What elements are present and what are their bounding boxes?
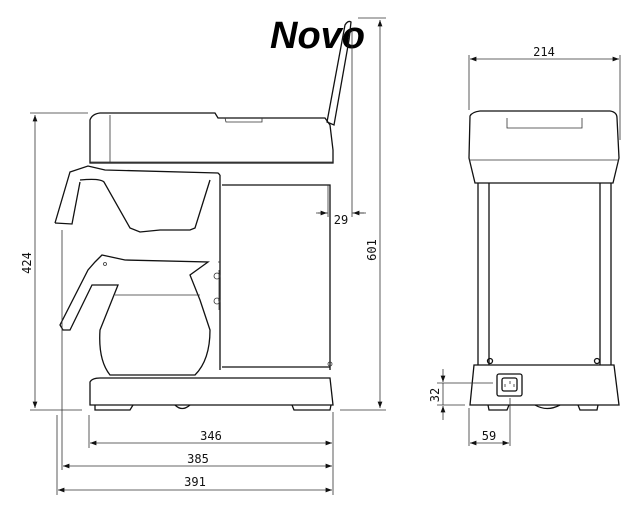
- front-pillars: [477, 183, 612, 365]
- dimension-391: 391: [58, 475, 332, 493]
- brewer-top-housing: [89, 112, 334, 164]
- dimension-32: 32: [428, 369, 493, 420]
- svg-text:601: 601: [365, 239, 379, 261]
- side-view: 424 601 29 346 385 391: [20, 17, 386, 495]
- dimension-59: 59: [468, 398, 511, 446]
- dimension-29: 29: [316, 30, 366, 227]
- svg-text:385: 385: [187, 452, 209, 466]
- svg-text:214: 214: [533, 45, 555, 59]
- dimension-214: 214: [468, 45, 621, 140]
- front-top-housing: [468, 110, 620, 184]
- filter-holder: [54, 165, 221, 233]
- carafe: [59, 254, 211, 376]
- dimension-601: 601: [340, 17, 386, 411]
- dimension-424: 424: [20, 112, 88, 411]
- lid-arm: [326, 20, 352, 126]
- svg-text:346: 346: [200, 429, 222, 443]
- svg-text:391: 391: [184, 475, 206, 489]
- power-socket-icon: [496, 373, 523, 397]
- brewer-column: [213, 175, 331, 370]
- svg-text:29: 29: [334, 213, 348, 227]
- svg-text:424: 424: [20, 252, 34, 274]
- svg-text:59: 59: [482, 429, 496, 443]
- front-view: 214 32 59: [428, 45, 621, 446]
- dimension-385: 385: [63, 452, 332, 469]
- front-base: [469, 364, 620, 411]
- dimension-346: 346: [56, 230, 334, 495]
- svg-text:32: 32: [428, 388, 442, 402]
- brewer-base: [89, 361, 334, 411]
